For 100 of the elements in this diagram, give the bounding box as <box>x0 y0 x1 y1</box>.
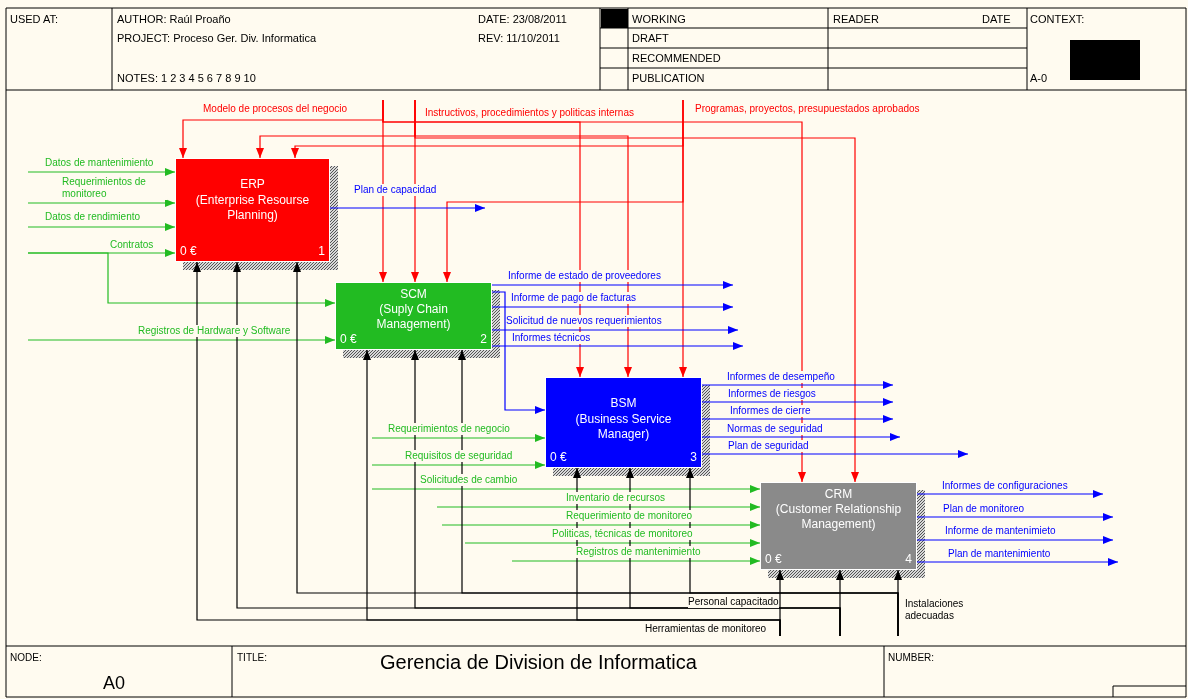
process-description: (Business Service Manager) <box>574 412 673 442</box>
edge-label: Solicitudes de cambio <box>420 474 518 486</box>
arrow <box>776 569 784 637</box>
process-box <box>760 482 917 570</box>
arrow <box>491 342 744 350</box>
status-label: PUBLICATION <box>632 72 705 85</box>
context-number: A-0 <box>1030 72 1048 85</box>
box-number: 2 <box>480 332 487 347</box>
edge-label: Requisitos de seguridad <box>405 450 513 462</box>
edge-label: Informes técnicos <box>512 332 591 344</box>
edge-label: Informe de mantenimieto <box>945 525 1056 537</box>
process-description: (Suply Chain Management) <box>375 302 452 332</box>
process-name: SCM <box>399 287 428 302</box>
edge-label: Requerimientos de monitoreo <box>62 176 167 200</box>
edge-label: Solicitud de nuevos requerimientos <box>506 315 662 327</box>
arrow <box>414 99 859 483</box>
arrow <box>701 381 894 389</box>
arrow <box>916 558 1119 566</box>
arrow <box>894 569 902 637</box>
status-label: WORKING <box>632 13 686 26</box>
box-number: 4 <box>905 552 912 567</box>
edge-label: Registros de mantenimiento <box>576 546 701 558</box>
process-box <box>175 158 330 262</box>
arrow <box>491 326 739 334</box>
arrow <box>916 490 1104 498</box>
edge-label: Requerimientos de negocio <box>388 423 510 435</box>
arrow <box>27 168 176 176</box>
process-name: BSM <box>609 396 638 411</box>
arrow <box>441 521 761 529</box>
field-label: NODE: <box>10 651 42 664</box>
edge-label: Personal capacitado <box>688 596 779 608</box>
arrow <box>371 485 761 493</box>
diagram-title: Gerencia de Division de Informatica <box>380 650 697 674</box>
edge-label: Datos de mantenimiento <box>45 157 154 169</box>
node-number: A0 <box>103 672 126 694</box>
arrow <box>701 398 894 406</box>
process-description: (Enterprise Resourse Planning) <box>194 193 311 223</box>
arrow <box>27 336 336 344</box>
cost-label: 0 € <box>340 332 357 347</box>
edge-label: Informe de pago de facturas <box>511 292 637 304</box>
field-label: DATE <box>982 13 1011 26</box>
edge-label: Plan de seguridad <box>728 440 809 452</box>
edge-label: Normas de seguridad <box>727 423 823 435</box>
process-name: ERP <box>239 177 266 192</box>
edge-label: Datos de rendimiento <box>45 211 141 223</box>
edge-label: Plan de mantenimiento <box>948 548 1051 560</box>
edge-label: Plan de capacidad <box>354 184 437 196</box>
arrow <box>382 99 806 483</box>
edge-label: Informe de estado de proveedores <box>508 270 661 282</box>
revision-text: REV: 11/10/2011 <box>478 32 560 45</box>
arrow <box>27 252 336 307</box>
arrow <box>511 557 761 565</box>
author-text: AUTHOR: Raúl Proaño <box>117 13 231 26</box>
arrow <box>701 433 901 441</box>
arrow <box>491 291 546 414</box>
arrow <box>701 450 969 458</box>
field-label: TITLE: <box>237 651 267 664</box>
edge-label: Informes de desempeño <box>727 371 835 383</box>
status-label: DRAFT <box>632 32 669 45</box>
status-label: RECOMMENDED <box>632 52 721 65</box>
arrow <box>436 503 761 511</box>
edge-label: Inventario de recursos <box>566 492 665 504</box>
arrow <box>371 434 546 442</box>
field-label: NUMBER: <box>888 651 935 664</box>
date-text: DATE: 23/08/2011 <box>478 13 567 26</box>
notes-text: NOTES: 1 2 3 4 5 6 7 8 9 10 <box>117 72 256 85</box>
arrow <box>679 99 687 378</box>
edge-label: Requerimiento de monitoreo <box>566 510 693 522</box>
edge-label: Plan de monitoreo <box>943 503 1025 515</box>
edge-label: Registros de Hardware y Software <box>138 325 291 337</box>
arrow <box>916 513 1114 521</box>
arrow <box>491 281 734 289</box>
edge-label: Contratos <box>110 239 154 251</box>
arrow <box>27 223 176 231</box>
arrow <box>329 204 486 212</box>
edge-label: Informes de riesgos <box>728 388 816 400</box>
box-number: 3 <box>690 450 697 465</box>
edge-label: Herramientas de monitoreo <box>645 623 767 635</box>
cost-label: 0 € <box>765 552 782 567</box>
cost-label: 0 € <box>180 244 197 259</box>
process-name: CRM <box>823 487 854 502</box>
arrow <box>491 303 734 311</box>
project-text: PROJECT: Proceso Ger. Div. Informatica <box>117 32 317 45</box>
edge-label: Programas, proyectos, presupuestados aprobados <box>695 103 920 115</box>
arrow <box>701 415 894 423</box>
field-label: CONTEXT: <box>1030 13 1085 26</box>
arrow <box>371 461 546 469</box>
arrow <box>836 569 844 637</box>
edge-label: Politicas, técnicas de monitoreo <box>552 528 693 540</box>
process-box <box>335 282 492 350</box>
field-label: USED AT: <box>10 13 59 26</box>
process-description: (Customer Relationship Management) <box>774 502 903 532</box>
cost-label: 0 € <box>550 450 567 465</box>
process-box <box>545 377 702 468</box>
field-label: READER <box>833 13 879 26</box>
box-number: 1 <box>318 244 325 259</box>
edge-label: Modelo de procesos del negocio <box>203 103 347 115</box>
arrow <box>27 199 176 207</box>
edge-label: Informes de cierre <box>730 405 811 417</box>
arrow <box>464 539 761 547</box>
